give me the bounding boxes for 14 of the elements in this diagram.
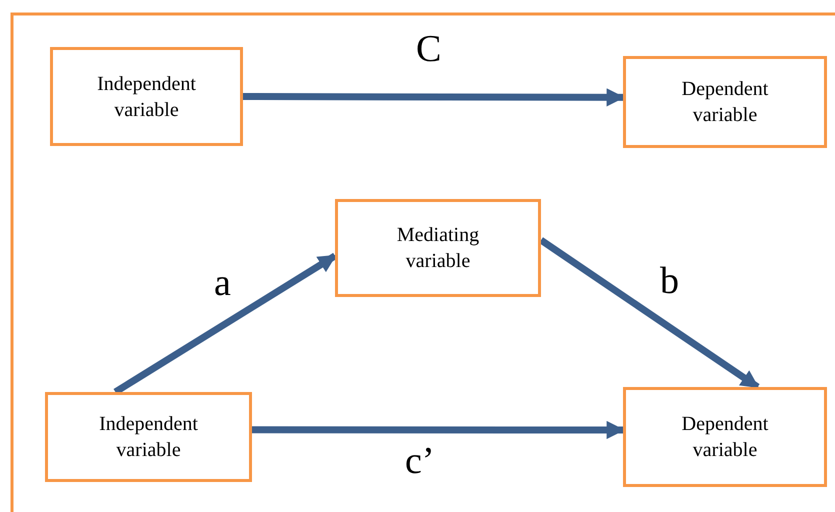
- variable-box: [50, 47, 243, 146]
- variable-box: [623, 56, 827, 148]
- variable-label: Dependent variable: [680, 412, 770, 463]
- arrow: [114, 252, 337, 395]
- variable-label: Independent variable: [98, 412, 199, 463]
- variable-box: [623, 387, 827, 487]
- variable-box: [335, 199, 541, 297]
- arrow: [539, 237, 760, 390]
- arrow: [252, 420, 625, 440]
- variable-label: Independent variable: [96, 72, 197, 122]
- variable-label: Mediating variable: [396, 223, 480, 274]
- variable-label: Dependent variable: [680, 77, 770, 128]
- variable-box: [45, 392, 252, 482]
- arrow: [243, 88, 625, 106]
